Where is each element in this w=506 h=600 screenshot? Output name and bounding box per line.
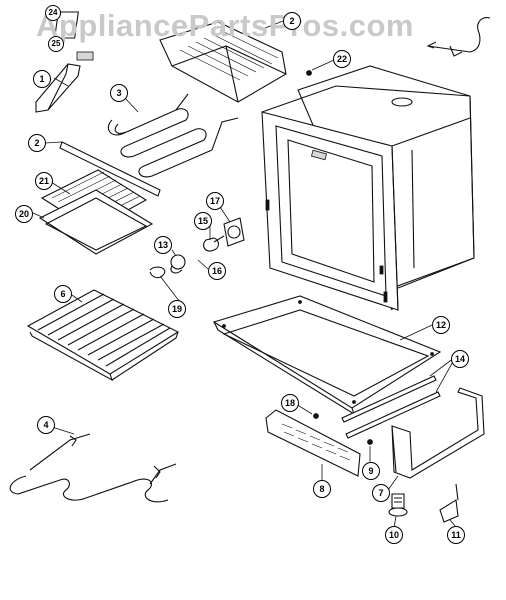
- callout-18: 18: [281, 394, 299, 412]
- part-4-broil-element: [9, 433, 177, 503]
- part-2-top-baffle: [159, 21, 287, 103]
- callout-19: 19: [168, 300, 186, 318]
- callout-3: 3: [110, 84, 128, 102]
- part-6-oven-rack: [26, 289, 180, 382]
- part-10-leveling-leg: [388, 493, 408, 517]
- parts-13-19-light-assembly: [149, 217, 245, 279]
- callout-10: 10: [385, 526, 403, 544]
- callout-24: 24: [45, 5, 61, 21]
- part-18-screw: [313, 413, 319, 419]
- part-8-vent-panel: [265, 409, 361, 477]
- part-14-slides: [341, 375, 441, 439]
- part-3-bake-element: [107, 93, 239, 178]
- callout-1: 1: [33, 70, 51, 88]
- callout-22: 22: [333, 50, 351, 68]
- part-1-bracket: [35, 63, 81, 113]
- callout-25: 25: [48, 36, 64, 52]
- callout-16: 16: [208, 262, 226, 280]
- part-24-25-plate: [54, 11, 94, 61]
- callout-2-top: 2: [283, 12, 301, 30]
- callout-11: 11: [447, 526, 465, 544]
- callout-4: 4: [37, 416, 55, 434]
- part-2-rail: [59, 141, 161, 197]
- callout-8: 8: [313, 480, 331, 498]
- callout-17: 17: [206, 192, 224, 210]
- callout-20: 20: [15, 205, 33, 223]
- callout-21: 21: [35, 172, 53, 190]
- oven-cavity: [261, 65, 475, 311]
- sensor-wire: [426, 17, 491, 57]
- part-12-bottom-panel: [212, 295, 442, 416]
- callout-2-rail: 2: [28, 134, 46, 152]
- part-9-screw: [367, 439, 373, 445]
- callout-6: 6: [54, 285, 72, 303]
- callout-13: 13: [154, 236, 172, 254]
- part-7-leveling-bracket: [391, 387, 485, 479]
- callout-7: 7: [372, 484, 390, 502]
- part-20-broiler-pan: [38, 189, 154, 255]
- part-11-clip: [439, 483, 459, 523]
- callout-9: 9: [362, 462, 380, 480]
- callout-15: 15: [194, 212, 212, 230]
- callout-14: 14: [451, 350, 469, 368]
- part-22-screw: [306, 59, 335, 76]
- watermark-text: AppliancePartsPros.com: [36, 8, 414, 43]
- callout-12: 12: [432, 316, 450, 334]
